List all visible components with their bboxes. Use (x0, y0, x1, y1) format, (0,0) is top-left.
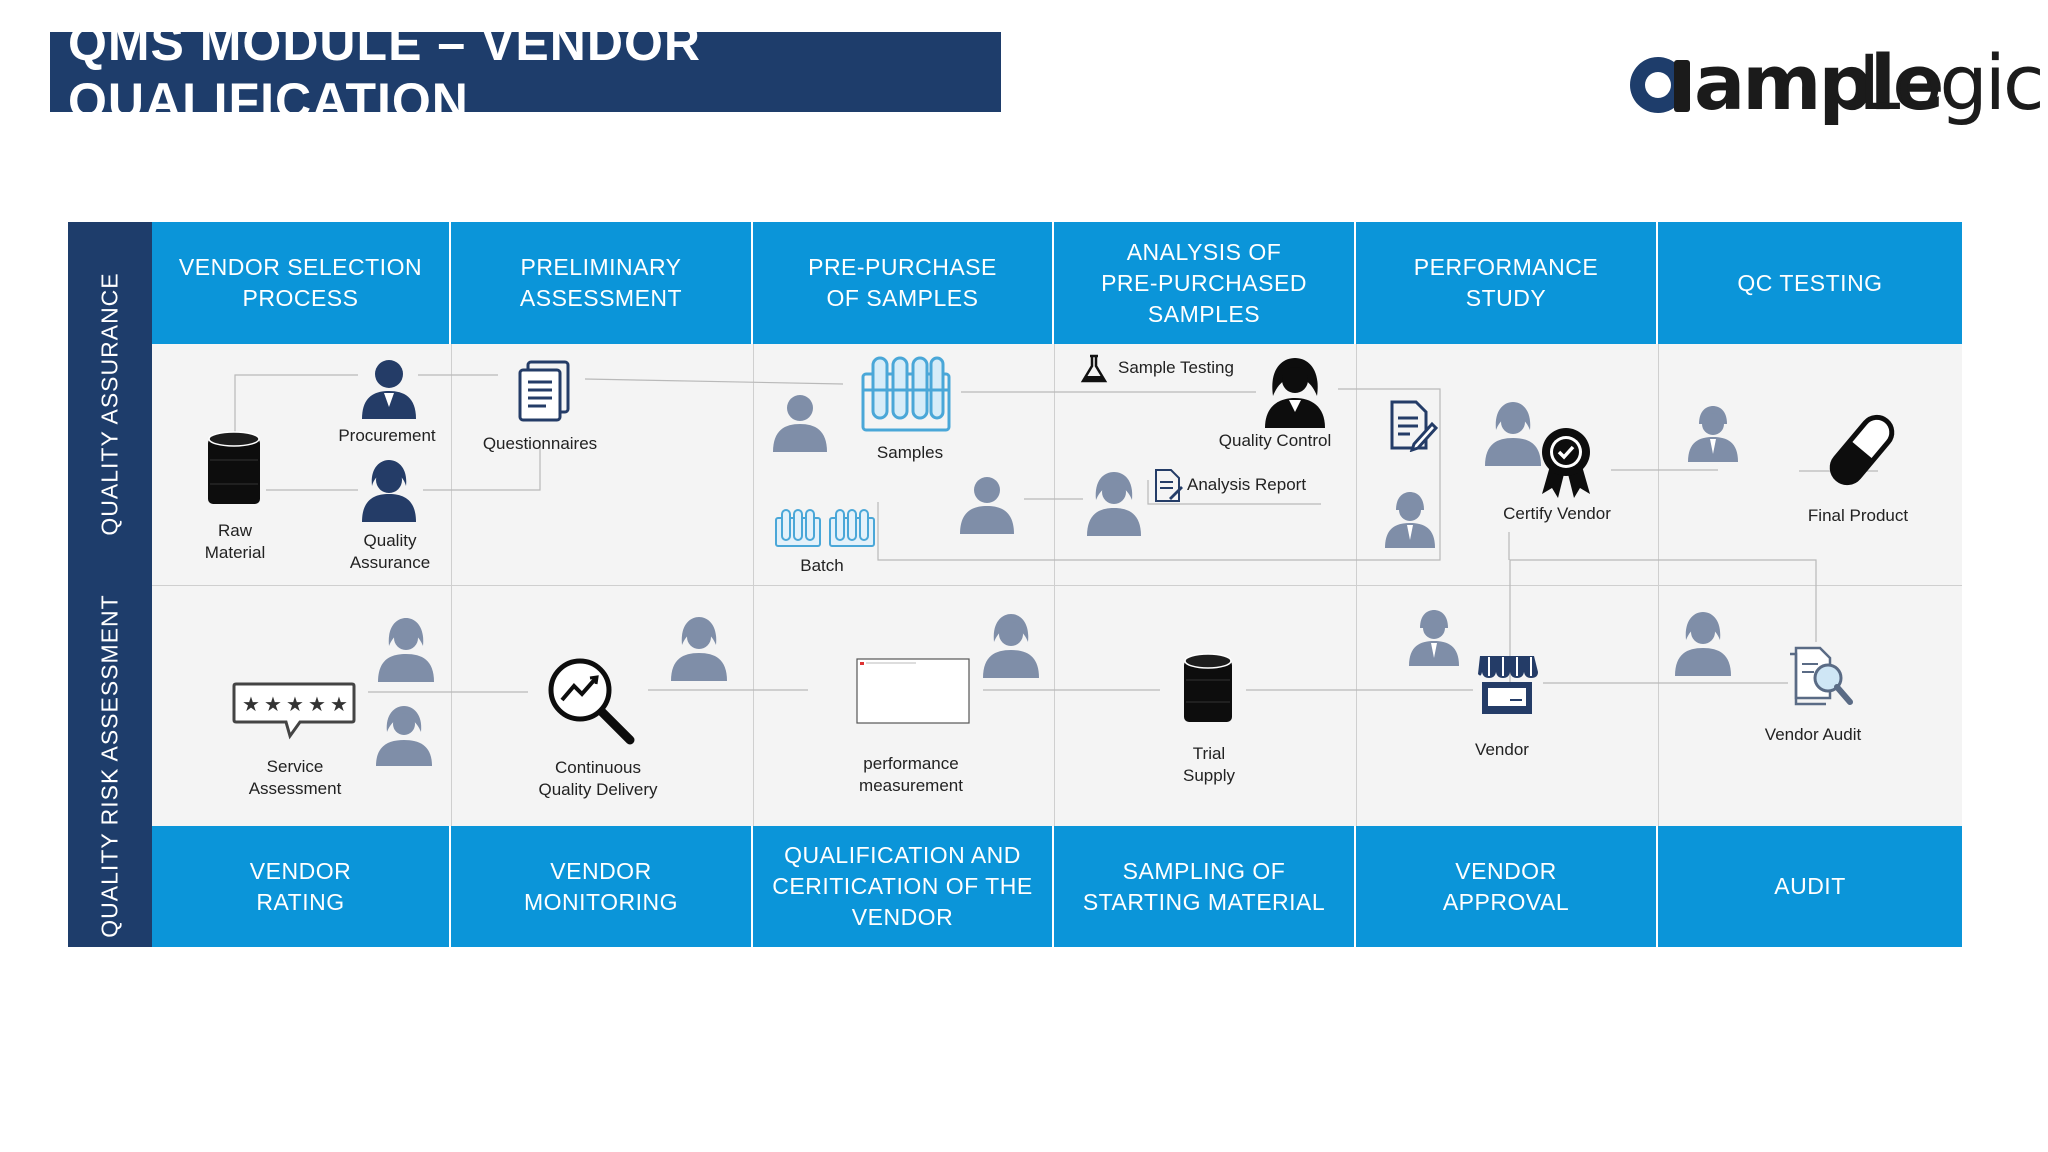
edit-document-icon (1390, 400, 1438, 452)
procurement-label: Procurement (338, 426, 436, 445)
person-female-icon (1087, 472, 1141, 536)
questionnaires-label: Questionnaires (482, 434, 598, 453)
certify-vendor-label: Certify Vendor (1503, 504, 1611, 523)
performance-measurement-label: performance measurement (859, 754, 963, 795)
svg-text:★: ★ (286, 692, 304, 716)
stage-footer-text: VENDOR RATING (249, 857, 352, 915)
logo-text-logic: Logic (1858, 38, 2045, 127)
stage-footer-text: SAMPLING OF STARTING MATERIAL (1082, 857, 1326, 915)
samples-label: Samples (876, 443, 944, 462)
batch-label: Batch (800, 556, 844, 575)
stage-header-text: PERFORMANCE STUDY (1413, 254, 1599, 311)
person-female-icon (1675, 612, 1731, 676)
raw-material-drum-icon (208, 431, 260, 504)
connector-lines (234, 374, 1878, 706)
vendor-qualification-diagram: QUALITY ASSURANCE QUALITY RISK ASSESSMEN… (68, 222, 1962, 947)
raw-material-label: Raw Material (204, 521, 266, 562)
person-icon (1688, 406, 1738, 462)
svg-text:★: ★ (264, 692, 282, 716)
stage-footer-audit: AUDIT (1658, 826, 1962, 947)
person-female-icon (1485, 402, 1541, 466)
stage-footer-vendor-monitoring: VENDOR MONITORING (451, 826, 753, 947)
analysis-report-icon (1155, 469, 1183, 502)
vendor-audit-magnifier-icon (1790, 646, 1853, 706)
person-female-icon (376, 706, 432, 766)
final-product-capsule-icon (1829, 414, 1895, 486)
quality-control-person-female-icon (1265, 358, 1325, 428)
stage-footer-vendor-rating: VENDOR RATING (152, 826, 451, 947)
quality-assurance-person-icon (362, 460, 416, 522)
service-assessment-rating-stars-icon: ★★★★★ (232, 682, 356, 740)
quality-assurance-label: Quality Assurance (349, 531, 431, 572)
vendor-label: Vendor (1475, 740, 1529, 759)
analysis-report-label: Analysis Report (1187, 475, 1307, 494)
svg-text:★: ★ (242, 692, 260, 716)
page-title-text: QMS MODULE – VENDOR QUALIFICATION (68, 15, 701, 129)
stage-header-preliminary-assessment: PRELIMINARY ASSESSMENT (451, 222, 753, 344)
procurement-person-icon (362, 360, 416, 419)
stage-footer-text: QUALIFICATION AND CERITICATION OF THE VE… (772, 842, 1033, 930)
person-female-icon (378, 618, 434, 682)
stage-footer-text: AUDIT (1774, 873, 1846, 899)
stage-footer-text: VENDOR APPROVAL (1442, 857, 1570, 915)
stage-header-analysis: ANALYSIS OF PRE-PURCHASED SAMPLES (1054, 222, 1356, 344)
flask-icon (1080, 354, 1108, 383)
stage-header-text: QC TESTING (1737, 269, 1883, 296)
certify-vendor-award-badge-icon (1542, 428, 1590, 498)
person-icon (960, 477, 1014, 534)
vendor-store-icon (1478, 656, 1538, 714)
performance-measurement-thumbnail-icon (856, 658, 970, 724)
person-female-icon (983, 614, 1039, 678)
person-female-icon (671, 617, 727, 681)
sample-testing-label: Sample Testing (1118, 358, 1234, 377)
vendor-audit-label: Vendor Audit (1764, 725, 1862, 744)
continuous-quality-label: Continuous Quality Delivery (538, 758, 658, 799)
amplelogic-logo: ample Logic (1622, 38, 2045, 128)
logo-text-ample: ample (1694, 38, 1944, 127)
questionnaires-document-icon (518, 360, 570, 422)
stage-header-text: ANALYSIS OF PRE-PURCHASED SAMPLES (1101, 238, 1307, 327)
person-icon (1385, 492, 1435, 548)
person-icon (1409, 610, 1459, 666)
service-assessment-label: Service Assessment (248, 757, 342, 798)
stage-footer-qualification: QUALIFICATION AND CERITICATION OF THE VE… (753, 826, 1054, 947)
stage-header-text: PRE-PURCHASE OF SAMPLES (808, 254, 997, 311)
stage-footer-sampling: SAMPLING OF STARTING MATERIAL (1054, 826, 1356, 947)
stage-header-qc-testing: QC TESTING (1658, 222, 1962, 344)
stage-header-pre-purchase: PRE-PURCHASE OF SAMPLES (753, 222, 1054, 344)
row-label-quality-assurance: QUALITY ASSURANCE (68, 222, 152, 587)
row-divider (152, 585, 1962, 586)
page-title: QMS MODULE – VENDOR QUALIFICATION (50, 15, 1001, 129)
stage-footer-text: VENDOR MONITORING (523, 857, 679, 915)
batch-samples-icon (775, 509, 875, 547)
stage-header-text: PRELIMINARY ASSESSMENT (519, 254, 683, 311)
person-icon (773, 395, 827, 452)
stage-footer-vendor-approval: VENDOR APPROVAL (1356, 826, 1658, 947)
trial-supply-label: Trial Supply (1183, 744, 1235, 785)
final-product-label: Final Product (1807, 506, 1909, 525)
stage-header-performance-study: PERFORMANCE STUDY (1356, 222, 1658, 344)
quality-control-label: Quality Control (1218, 431, 1332, 450)
logo-mark-icon (1630, 57, 1690, 113)
row-label-quality-risk-assessment: QUALITY RISK ASSESSMENT (68, 585, 152, 947)
samples-test-tubes-icon (861, 356, 951, 432)
continuous-quality-magnifier-chart-icon (548, 658, 635, 745)
stage-header-text: VENDOR SELECTION PROCESS (178, 254, 423, 311)
svg-text:★: ★ (308, 692, 326, 716)
svg-text:★: ★ (330, 692, 348, 716)
stage-header-vendor-selection: VENDOR SELECTION PROCESS (152, 222, 451, 344)
trial-supply-drum-icon (1184, 653, 1232, 722)
